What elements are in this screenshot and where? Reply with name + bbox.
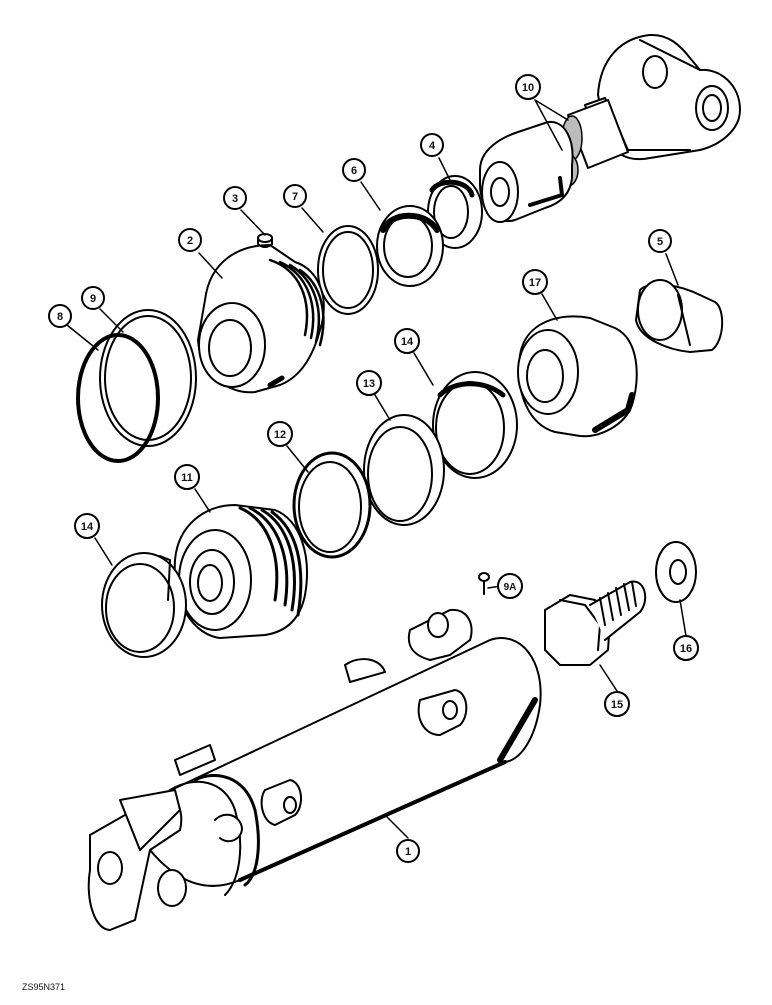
callout-17: 17 bbox=[522, 269, 548, 295]
callout-label-4: 4 bbox=[429, 140, 436, 152]
bolt-part-15 bbox=[544, 580, 647, 666]
wear-ring-part-14-lower bbox=[101, 552, 187, 658]
callout-label-15: 15 bbox=[611, 699, 623, 711]
callout-leaders bbox=[66, 99, 687, 839]
callout-label-9a: 9A bbox=[504, 582, 517, 593]
callout-13: 13 bbox=[356, 370, 382, 396]
callout-8: 8 bbox=[48, 304, 72, 328]
callout-label-5: 5 bbox=[657, 236, 663, 248]
wear-ring-part-14-upper bbox=[427, 371, 518, 479]
ring-part-7 bbox=[317, 225, 379, 315]
callout-label-7: 7 bbox=[292, 191, 298, 203]
callout-label-12: 12 bbox=[274, 429, 286, 441]
callout-label-8: 8 bbox=[57, 311, 63, 323]
callout-6: 6 bbox=[342, 158, 366, 182]
callout-label-11: 11 bbox=[181, 472, 193, 484]
spacer-part-17 bbox=[517, 315, 638, 438]
callout-7: 7 bbox=[283, 184, 307, 208]
seal-part-6 bbox=[376, 205, 444, 287]
cylinder-barrel-part-1 bbox=[87, 608, 542, 931]
callout-11: 11 bbox=[174, 464, 200, 490]
callout-label-14-upper: 14 bbox=[401, 336, 414, 348]
callout-10: 10 bbox=[515, 74, 541, 100]
grease-fitting-part-9a bbox=[478, 572, 490, 595]
callout-9a: 9A bbox=[497, 573, 523, 599]
washer-part-16 bbox=[655, 541, 697, 603]
seal-part-13 bbox=[363, 414, 445, 526]
callout-label-9: 9 bbox=[90, 293, 96, 305]
callout-5: 5 bbox=[648, 229, 672, 253]
callout-label-10: 10 bbox=[522, 82, 534, 94]
o-ring-part-8 bbox=[76, 333, 160, 463]
setscrew-part-3 bbox=[257, 233, 273, 248]
callout-14-upper: 14 bbox=[394, 328, 420, 354]
ring-part-12 bbox=[292, 451, 372, 559]
callout-label-17: 17 bbox=[529, 277, 541, 289]
piston-part-11 bbox=[173, 504, 308, 639]
rod-bushing bbox=[479, 120, 574, 223]
callout-15: 15 bbox=[604, 691, 630, 717]
callout-14-lower: 14 bbox=[74, 513, 100, 539]
callout-label-1: 1 bbox=[405, 846, 411, 858]
callout-label-3: 3 bbox=[232, 193, 238, 205]
backup-ring-part-9 bbox=[99, 309, 197, 447]
callout-4: 4 bbox=[420, 133, 444, 157]
callout-label-14-lower: 14 bbox=[81, 521, 94, 533]
callout-label-6: 6 bbox=[351, 165, 357, 177]
callout-label-13: 13 bbox=[363, 378, 375, 390]
rod-guide-part-2 bbox=[197, 244, 325, 394]
wear-ring-part-5 bbox=[635, 279, 724, 353]
callout-1: 1 bbox=[396, 839, 420, 863]
callout-3: 3 bbox=[223, 186, 247, 210]
callout-label-2: 2 bbox=[187, 235, 193, 247]
callout-12: 12 bbox=[267, 421, 293, 447]
callout-2: 2 bbox=[178, 228, 202, 252]
callout-9: 9 bbox=[81, 286, 105, 310]
drawing-code: ZS95N371 bbox=[22, 982, 65, 992]
callout-16: 16 bbox=[673, 635, 699, 661]
callout-label-16: 16 bbox=[680, 643, 692, 655]
